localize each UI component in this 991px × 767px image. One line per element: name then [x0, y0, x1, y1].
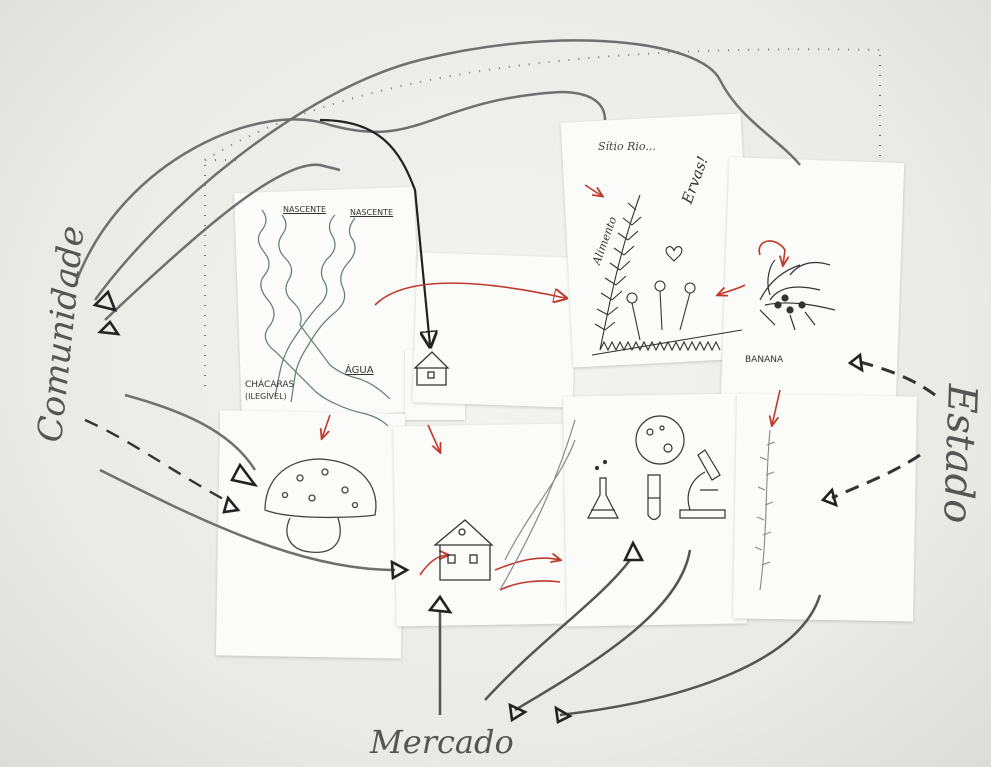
- arrow-icon: [831, 360, 936, 500]
- label-chacaras-2: (ILEGÍVEL): [245, 392, 287, 401]
- flower-icon: [626, 246, 696, 341]
- test-tube-icon: [647, 474, 661, 521]
- house-icon: [433, 519, 494, 581]
- arrow-icon: [427, 540, 645, 724]
- arrow-icon: [438, 549, 822, 717]
- lab-flask-icon: [587, 459, 619, 519]
- label-top-right: Sítio Rio...: [598, 140, 656, 153]
- arrow-icon: [319, 118, 430, 345]
- dotted-boundary: [204, 48, 881, 395]
- mushroom-icon: [264, 458, 377, 553]
- label-chacaras: CHÁCARAS: [245, 380, 295, 390]
- arrow-icon: [322, 184, 785, 591]
- house-icon: [413, 351, 450, 386]
- arrow-icon: [499, 419, 576, 591]
- label-mercado: Mercado: [370, 723, 514, 761]
- river-icon: [257, 209, 391, 427]
- label-nascente-2: NASCENTE: [350, 208, 394, 217]
- label-nascente-1: NASCENTE: [283, 205, 327, 214]
- planet-icon: [635, 415, 685, 465]
- arrow-icon: [84, 418, 226, 502]
- arrow-icon: [820, 352, 864, 508]
- microscope-icon: [679, 449, 726, 519]
- banana-plant-icon: [759, 259, 836, 331]
- label-agua: ÁGUA: [345, 365, 374, 376]
- vine-icon: [754, 429, 776, 591]
- arrow-icon: [73, 39, 801, 572]
- label-estado: Estado: [934, 383, 985, 525]
- arrow-icon: [92, 289, 121, 336]
- fern-icon: [591, 194, 743, 356]
- label-banana: BANANA: [745, 355, 784, 365]
- arrow-icon: [222, 462, 410, 581]
